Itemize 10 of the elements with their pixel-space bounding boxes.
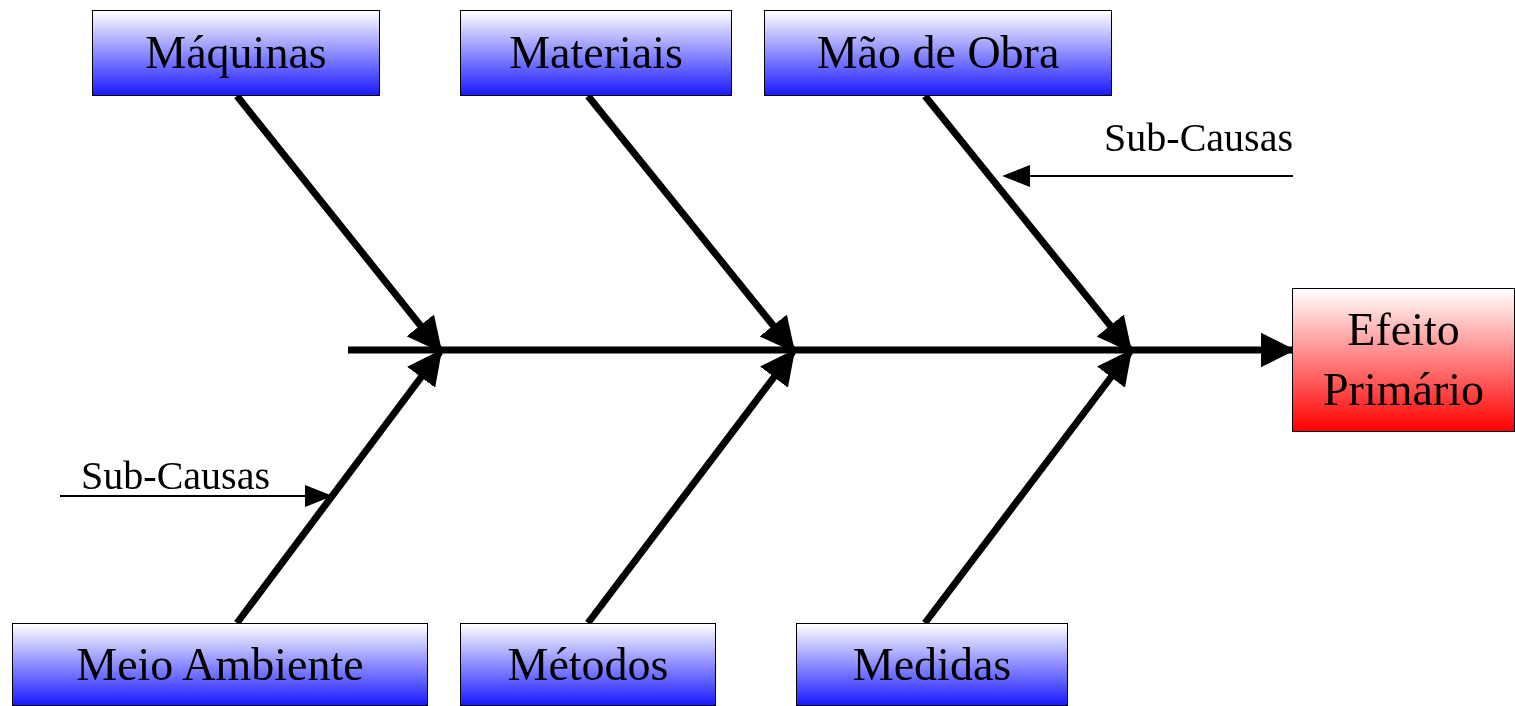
annotation-text: Sub-Causas (1070, 112, 1293, 176)
cause-box: Métodos (460, 623, 716, 706)
effect-box: Efeito Primário (1292, 288, 1515, 432)
arrow (1002, 164, 1294, 188)
cause-box: Materiais (460, 10, 732, 96)
cause-box: Meio Ambiente (12, 623, 428, 706)
cause-box: Máquinas (92, 10, 380, 96)
cause-box: Mão de Obra (764, 10, 1112, 96)
annotation-text: Sub-Causas (60, 450, 270, 496)
cause-box: Medidas (796, 623, 1068, 706)
